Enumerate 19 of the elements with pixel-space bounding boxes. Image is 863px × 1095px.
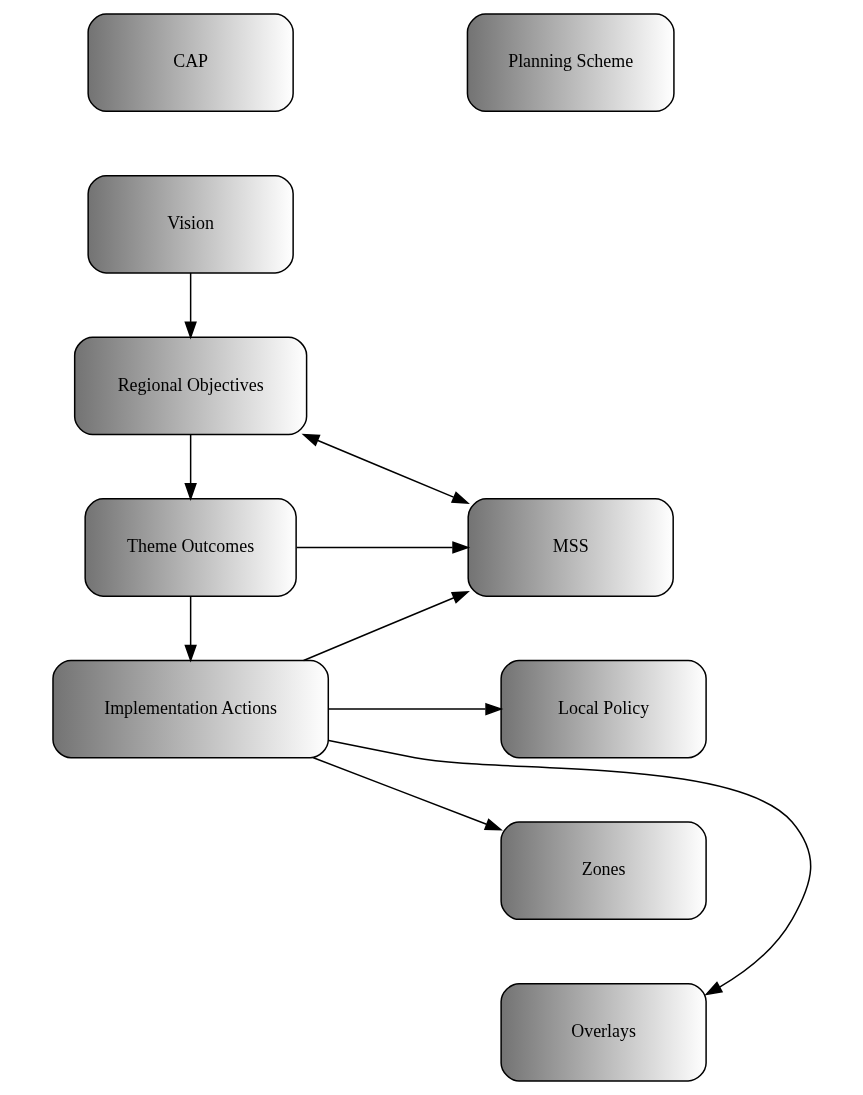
- arrow: [312, 757, 503, 831]
- node-box: CAP: [86, 13, 294, 113]
- node-box: MSS: [466, 498, 674, 597]
- arrow: [327, 739, 811, 996]
- node-box: Local Policy: [499, 659, 707, 759]
- node-box: Implementation Actions: [51, 659, 329, 759]
- node-box: Regional Objectives: [73, 336, 307, 436]
- node-box: Zones: [499, 821, 707, 921]
- arrow: [183, 595, 197, 663]
- arrow: [327, 702, 503, 716]
- node-box: Theme Outcomes: [83, 498, 297, 597]
- node-box: Overlays: [499, 982, 707, 1082]
- arrow: [183, 433, 197, 501]
- arrow: [183, 272, 197, 340]
- arrow: [302, 591, 470, 662]
- arrow: [295, 541, 470, 554]
- arrow: [301, 433, 470, 504]
- node-box: Vision: [86, 174, 294, 274]
- node-box: Planning Scheme: [466, 13, 675, 113]
